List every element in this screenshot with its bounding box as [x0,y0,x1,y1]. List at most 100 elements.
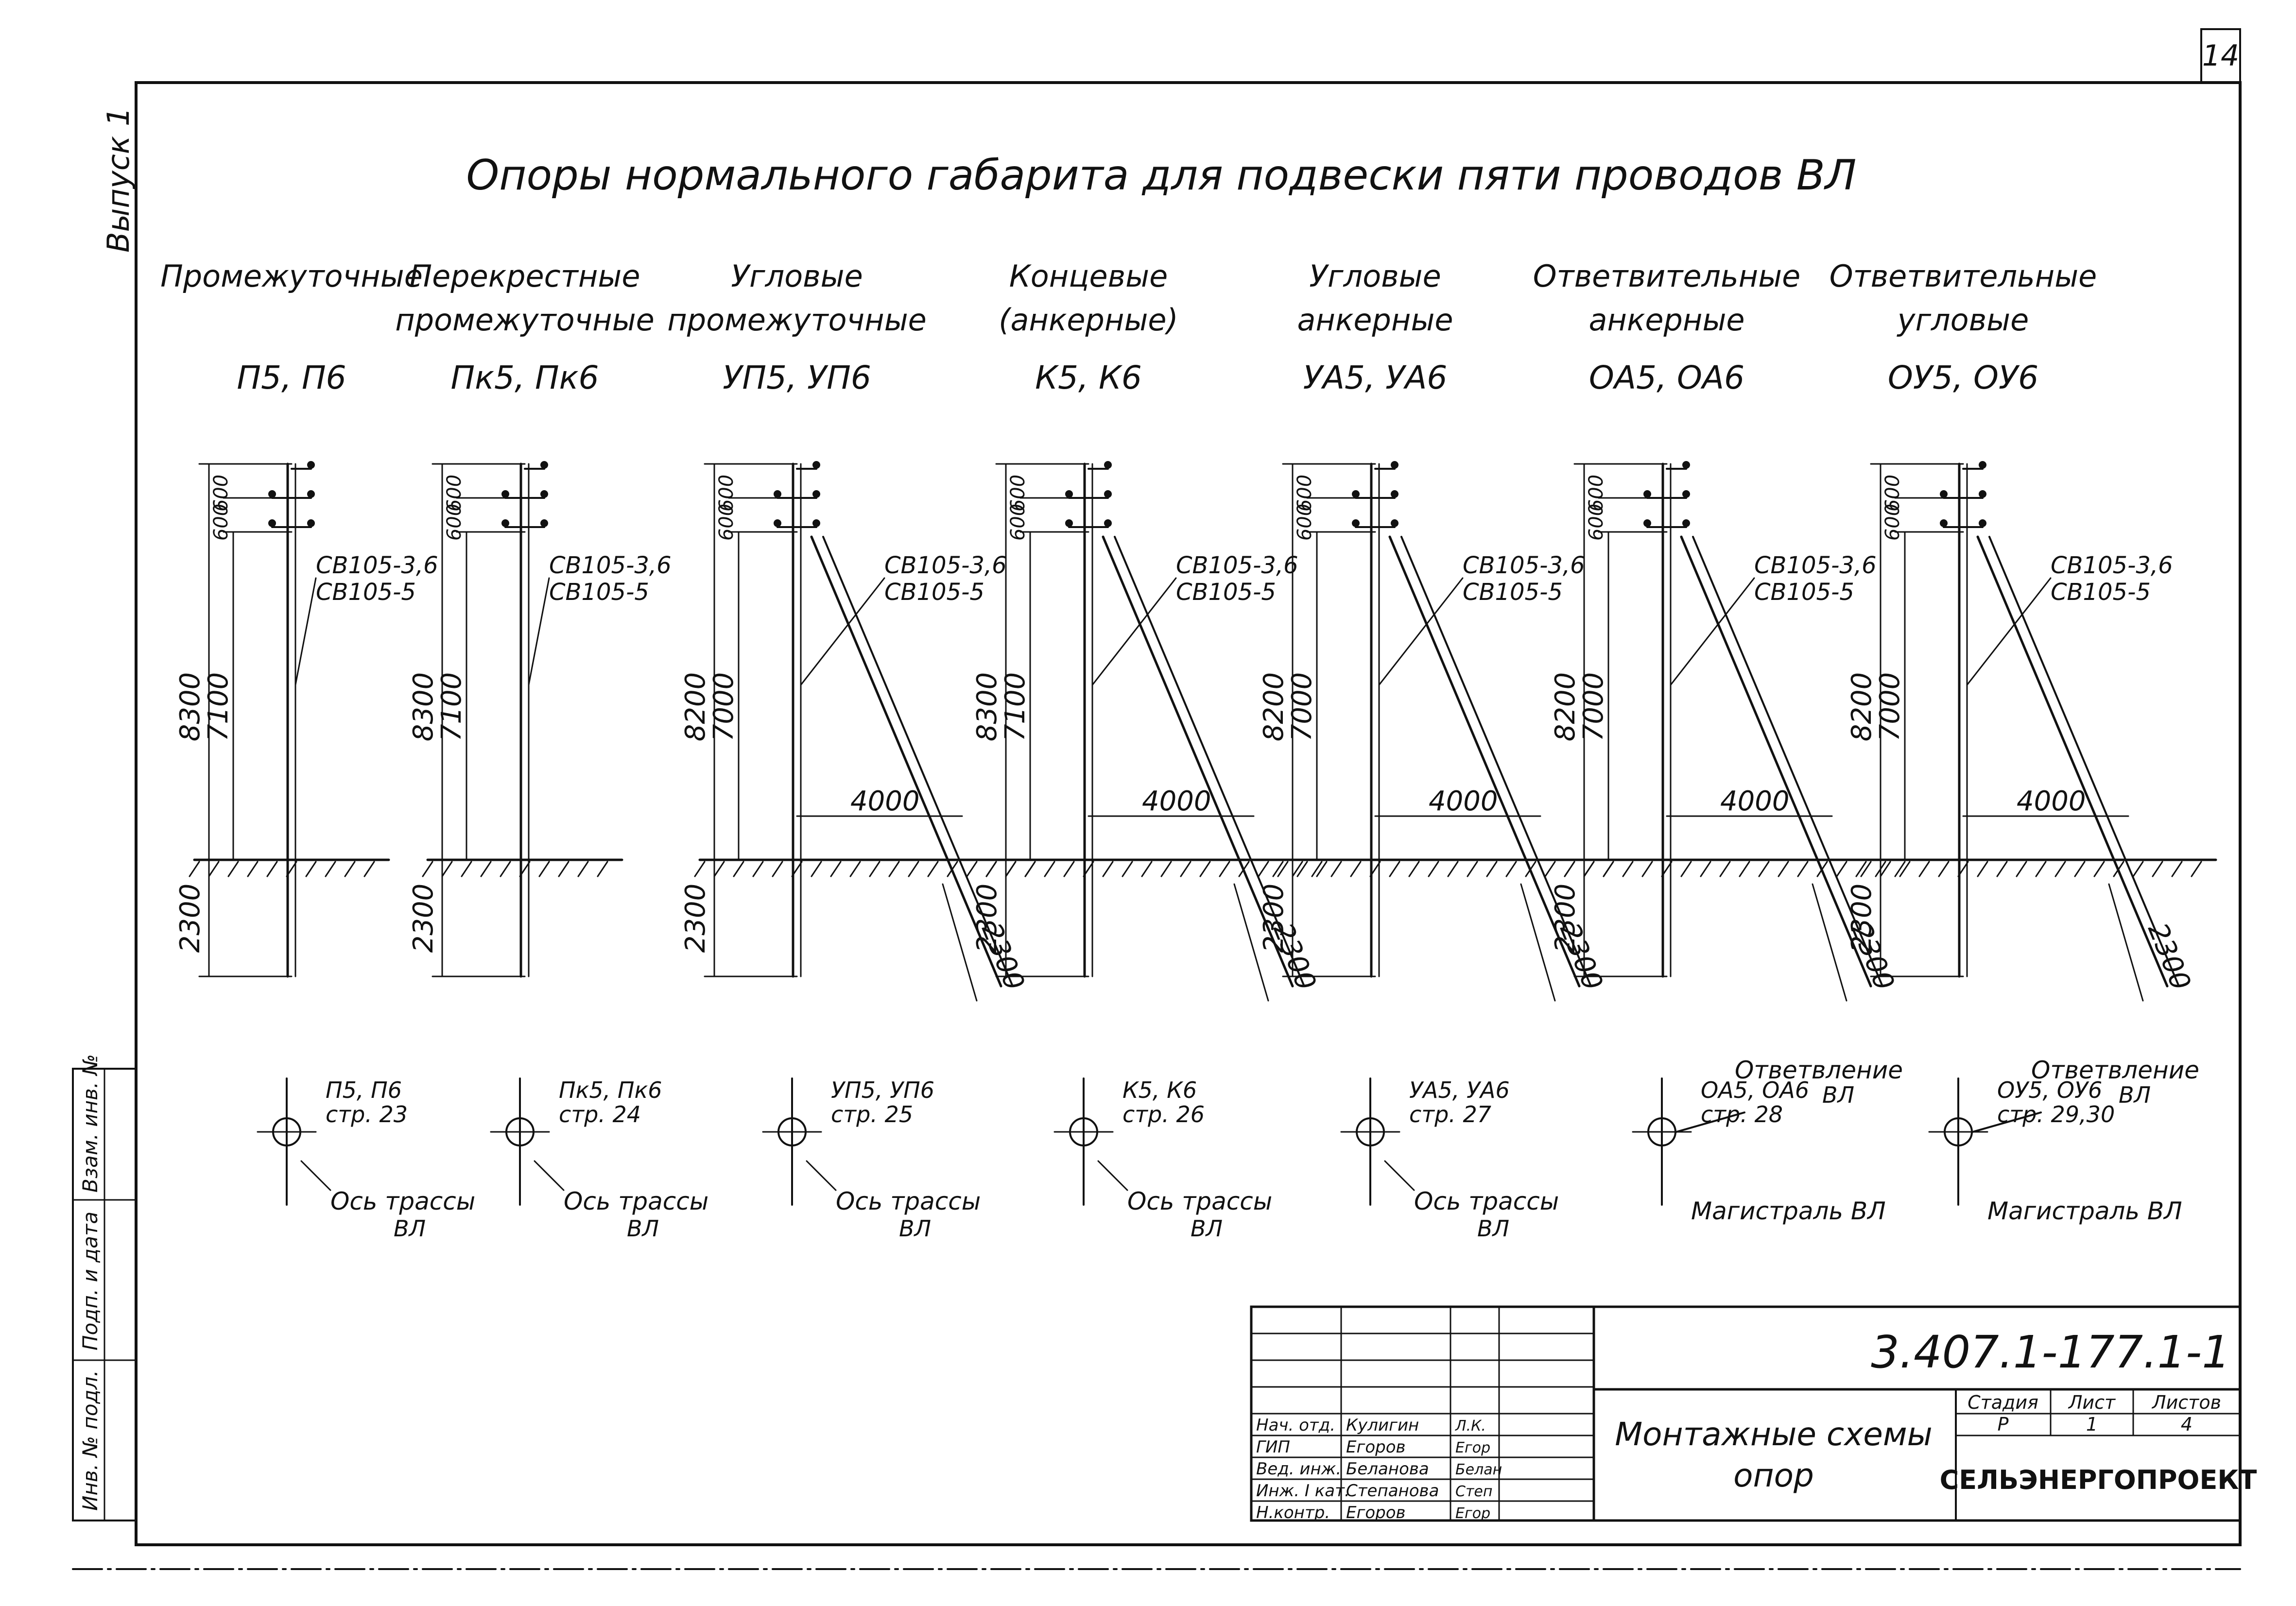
ground-hatch [1199,861,1211,877]
plan-ref-code: ОА5, ОА6 [1701,1077,1809,1103]
ground-hatch [227,861,239,877]
plan-main-label: Магистраль ВЛ [1691,1197,1886,1225]
signature-role: ГИП [1256,1437,1290,1457]
ground-hatch [1122,861,1133,877]
dim-strut-burial [2108,883,2144,1002]
pole-name-line2: (анкерные) [999,302,1178,338]
sheets-header: Листов [2151,1392,2221,1413]
ground-hatch [597,861,608,877]
pole-type-2: СВ105-5 [1754,579,1854,606]
dim-strut-burial [1812,883,1847,1002]
pole-type-2: СВ105-5 [316,579,416,606]
ground-hatch [1350,861,1362,877]
pole-name-line1: Ответвительные [1533,258,1801,294]
ground-hatch [1899,861,1911,877]
sheet-header: Лист [2068,1392,2116,1413]
insulator [501,519,509,527]
ground-hatch [577,861,589,877]
ground-hatch [1160,861,1172,877]
strut [1388,535,1581,988]
dim-pole-label: 7100 [203,672,234,742]
plan-axis-label: Ось трассы [330,1187,475,1215]
ground-hatch [1044,861,1055,877]
pole-name-line1: Угловые [731,258,863,294]
dim-spacing-mid: 600 [210,504,232,541]
insulator [1979,490,1986,498]
plan-axis-label2: ВЛ [394,1215,426,1242]
ground-hatch [1505,861,1517,877]
insulator [812,461,820,469]
pole-type-leader [1378,577,1464,686]
dim-spacing-top: 600 [1882,475,1904,512]
ground-hatch [1700,861,1711,877]
ground-hatch [247,861,259,877]
strut-inner [1692,536,1883,987]
dim-burial-label: 2300 [1550,884,1581,953]
ground-hatch [286,861,297,877]
ground-hatch [1622,861,1634,877]
plan-ref-code: К5, К6 [1122,1077,1197,1103]
dim-total-label: 8200 [680,672,711,742]
drawing-frame [135,81,2242,1546]
dim-spacing-mid: 600 [443,504,466,541]
sheet-value: 1 [2086,1414,2098,1435]
side-label: Выпуск 1 [101,107,136,253]
insulator [1643,519,1651,527]
plan-axis-label: Ось трассы [1127,1187,1272,1215]
strut [1102,535,1294,988]
insulator [1104,461,1112,469]
dim-total-label: 8300 [408,672,439,742]
ground-hatch [1102,861,1114,877]
ground-hatch [2074,861,2086,877]
plan-ref-page: стр. 25 [831,1101,913,1128]
dim-spacing-mid: 600 [1882,504,1904,541]
dim-strut-span-label: 4000 [850,786,920,817]
ground-hatch [772,861,783,877]
insulator [1682,490,1690,498]
ground-hatch [1277,861,1289,877]
dim-total-label: 8300 [971,672,1003,742]
ground-hatch [538,861,550,877]
plan-ref-code: УП5, УП6 [831,1077,934,1103]
insulator [1104,519,1112,527]
ground-hatch [1258,861,1269,877]
pole-code: УП5, УП6 [723,359,871,396]
ground-hatch [1330,861,1342,877]
pole-type-leader [528,577,550,686]
plan-axis-label2: ВЛ [899,1215,931,1242]
pole-name-line1: Ответвительные [1830,258,2097,294]
doc-title-line2: опор [1733,1457,1814,1494]
doc-code: 3.407.1-177.1-1 [1871,1326,2230,1378]
insulator [1352,490,1360,498]
ground-hatch [1369,861,1381,877]
dim-spacing-top: 600 [1585,475,1607,512]
plan-leader [534,1160,565,1191]
ground-hatch [2152,861,2163,877]
ground-hatch [344,861,356,877]
dim-burial-label: 2300 [971,884,1003,953]
drawing-title: Опоры нормального габарита для подвески … [466,151,1857,200]
ground-hatch [266,861,278,877]
stamp-sign-date: Подп. и дата [78,1212,102,1350]
pole-type-2: СВ105-5 [884,579,984,606]
pole-type-2: СВ105-5 [1176,579,1276,606]
pole-code: ОУ5, ОУ6 [1888,359,2038,396]
insulator [1391,519,1398,527]
strut [1976,535,2169,988]
pole-type-1: СВ105-3,6 [2051,552,2173,579]
plan-branch-line [1972,1111,2042,1133]
insulator [540,461,548,469]
insulator [1979,461,1986,469]
ground-hatch [1977,861,1988,877]
pole-type-leader [1091,577,1177,686]
dim-spacing-top: 600 [443,475,466,512]
ground-hatch [927,861,939,877]
dim-total-label: 8300 [174,672,206,742]
dim-strut-span-label: 4000 [2017,786,2086,817]
ground-hatch [791,861,803,877]
